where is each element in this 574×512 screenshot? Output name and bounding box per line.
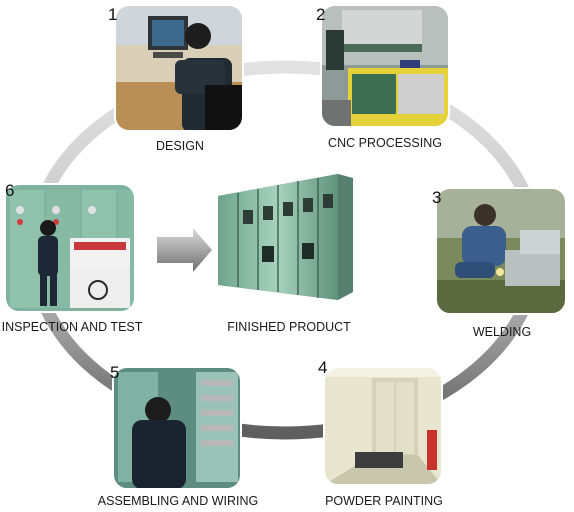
- step-design-photo: [115, 5, 243, 131]
- step-inspection-photo: [5, 184, 135, 312]
- step-label: WELDING: [473, 325, 531, 339]
- step-label: POWDER PAINTING: [325, 494, 443, 508]
- step-number: 3: [432, 188, 441, 207]
- step-number: 1: [108, 5, 117, 24]
- step-number: 6: [5, 181, 14, 200]
- right-arrow-icon: [157, 228, 212, 272]
- step-label: DESIGN: [156, 139, 204, 153]
- step-painting-photo: [324, 367, 442, 485]
- step-assembly-photo: [113, 367, 241, 489]
- center-label: FINISHED PRODUCT: [227, 320, 351, 334]
- step-welding-photo: [436, 188, 566, 314]
- step-label: INSPECTION AND TEST: [2, 320, 143, 334]
- finished-product-photo: [218, 174, 353, 300]
- step-number: 5: [110, 363, 119, 382]
- step-cnc-photo: [321, 5, 449, 127]
- step-number: 4: [318, 358, 327, 377]
- step-number: 2: [316, 5, 325, 24]
- step-label: ASSEMBLING AND WIRING: [98, 494, 258, 508]
- step-label: CNC PROCESSING: [328, 136, 442, 150]
